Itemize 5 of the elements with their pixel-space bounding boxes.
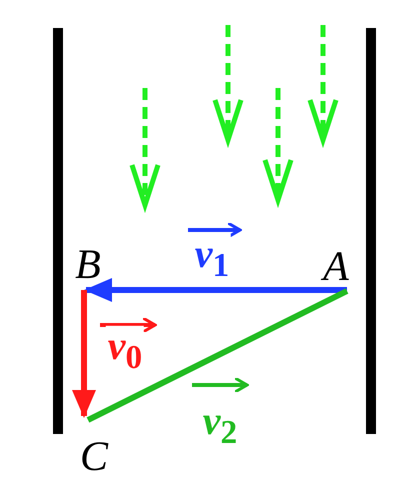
arrow — [84, 278, 347, 302]
point-label: C — [80, 436, 108, 478]
point-label: B — [75, 244, 101, 286]
point-label: A — [323, 246, 349, 288]
arrow — [72, 290, 96, 418]
